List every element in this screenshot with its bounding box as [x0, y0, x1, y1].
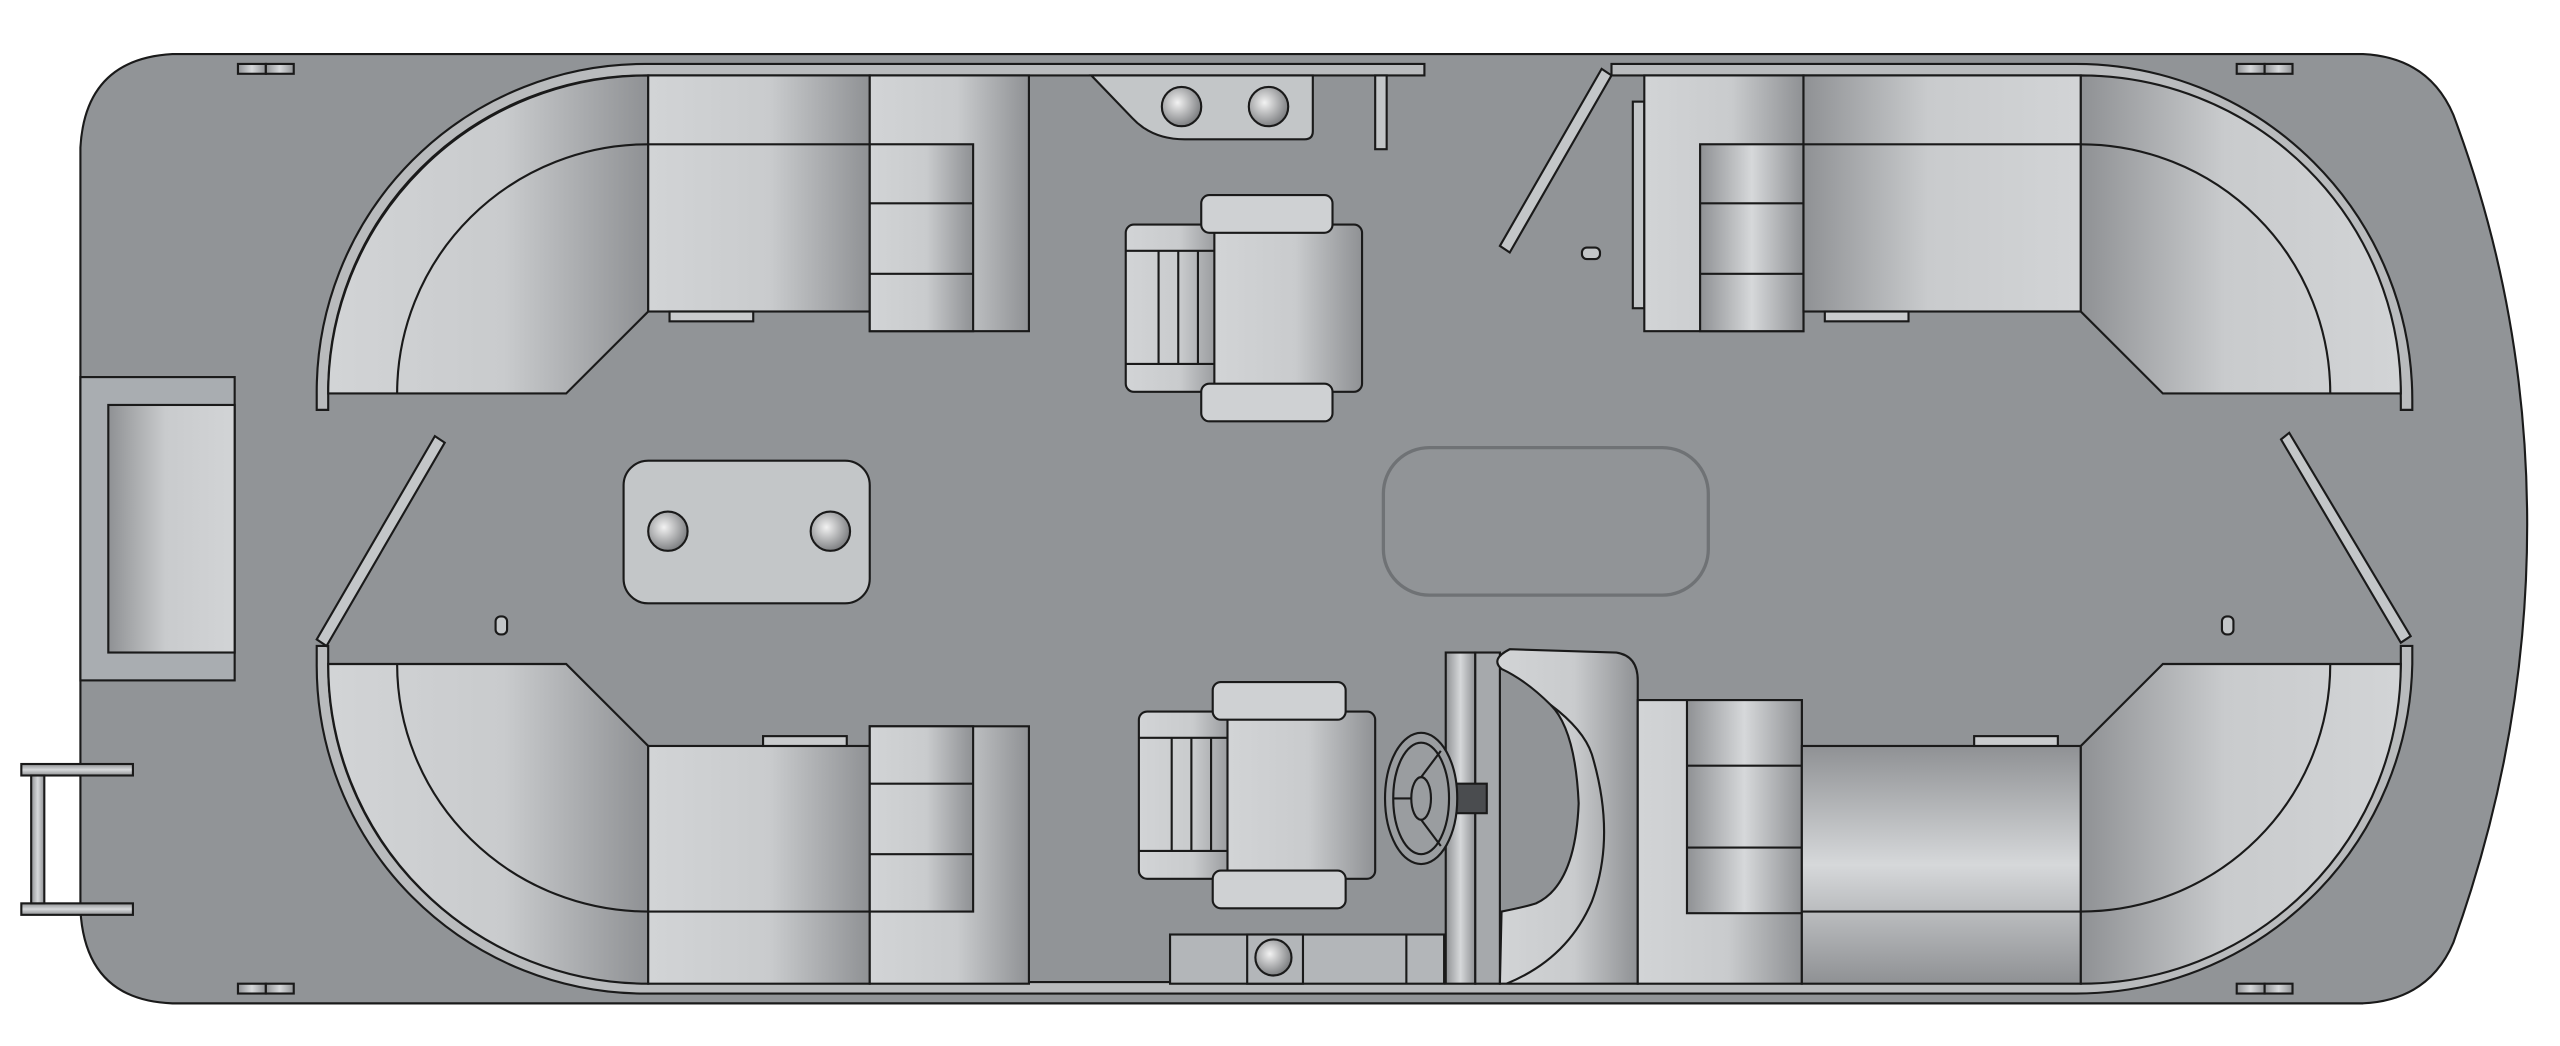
- drain: [1580, 246, 1602, 261]
- helm-console[interactable]: [1383, 651, 1501, 985]
- cup-holder: [1247, 85, 1290, 128]
- captain-chair-bottom[interactable]: [1137, 680, 1377, 910]
- boarding-ladder[interactable]: [20, 762, 134, 916]
- steering-wheel[interactable]: [1383, 731, 1459, 866]
- cup-holder: [1160, 85, 1203, 128]
- lounge-bottom-right: [1636, 662, 2402, 985]
- gates[interactable]: [315, 67, 2413, 648]
- lounge-bottom-left: [327, 662, 1030, 985]
- drain: [494, 615, 509, 636]
- cup-holder: [809, 510, 852, 552]
- side-console-bottom: [1168, 933, 1446, 985]
- table[interactable]: [622, 459, 871, 605]
- optional-area: [1381, 445, 1710, 597]
- cup-holder: [647, 510, 689, 552]
- lounge-top-right: [1643, 74, 2402, 395]
- storage-box: [79, 376, 236, 682]
- lounge-top-left: [327, 74, 1030, 395]
- side-console-top: [1088, 74, 1388, 151]
- cup-holder: [1254, 938, 1293, 977]
- captain-chair-top[interactable]: [1124, 194, 1364, 423]
- helm-seat-cushion: [1506, 704, 1606, 985]
- drain: [2220, 615, 2235, 636]
- cleats: [236, 62, 2294, 995]
